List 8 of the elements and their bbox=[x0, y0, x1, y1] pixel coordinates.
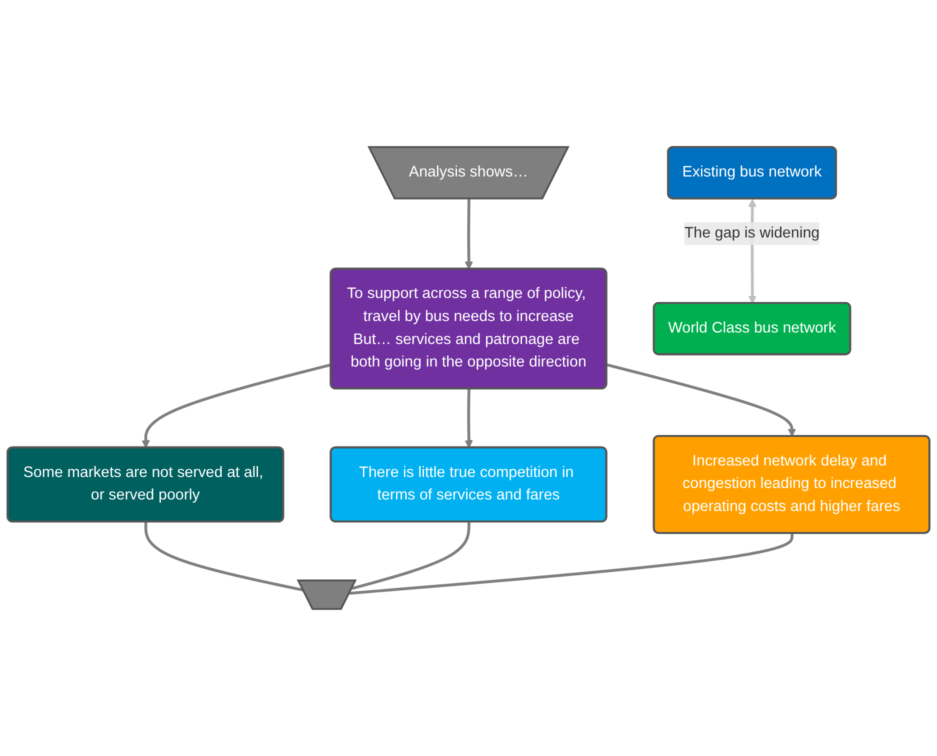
node-arrow bbox=[296, 579, 357, 610]
arrow bbox=[464, 388, 474, 448]
connector bbox=[352, 522, 470, 590]
arrow bbox=[464, 198, 474, 270]
arrow bbox=[606, 363, 796, 437]
edge-label: The gap is widening bbox=[684, 225, 820, 242]
arrow bbox=[142, 363, 332, 448]
connector bbox=[144, 522, 304, 592]
